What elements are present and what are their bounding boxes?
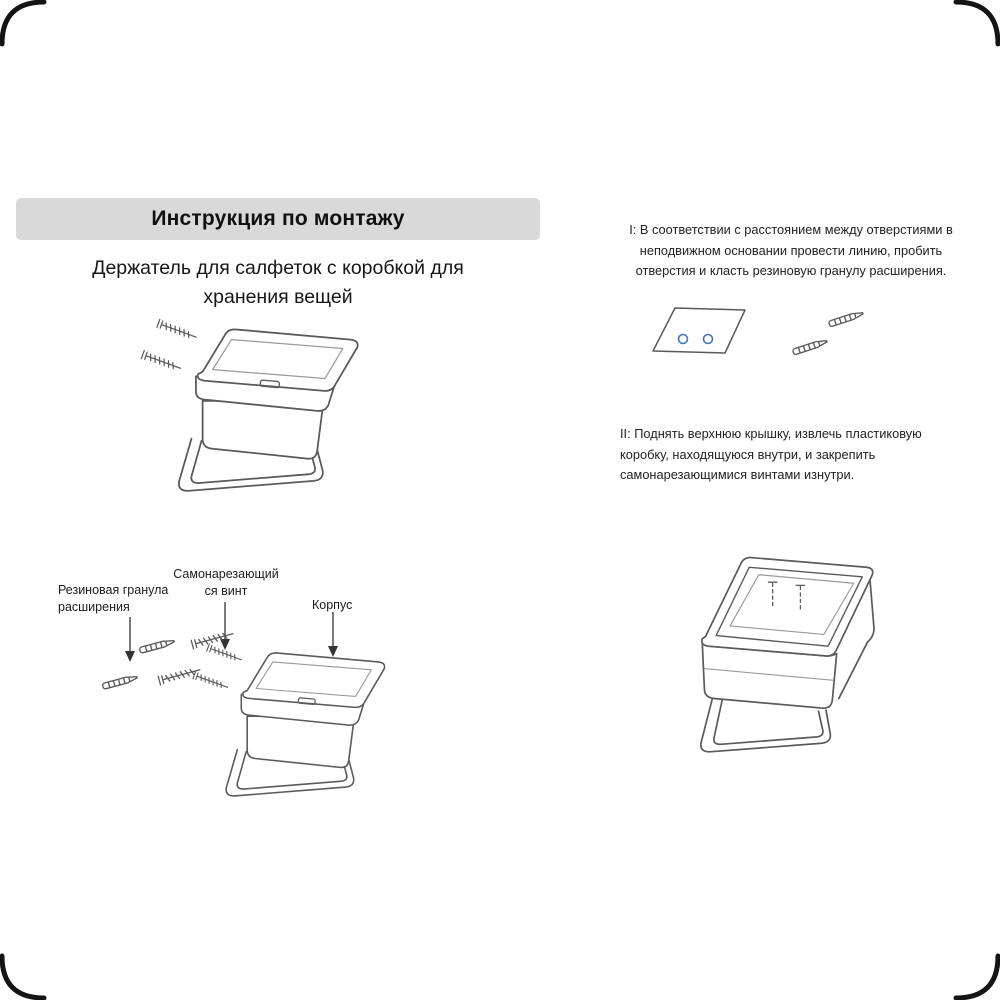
- exploded-view-figure: [101, 602, 492, 834]
- step2-text: II: Поднять верхнюю крышку, извлечь плас…: [620, 426, 922, 483]
- anchor-part: [827, 309, 865, 328]
- drill-hole: [677, 333, 689, 345]
- open-product-figure: [699, 556, 875, 753]
- anchor-part: [791, 337, 829, 356]
- anchor-part: [101, 673, 139, 690]
- page-title: Инструкция по монтажу: [151, 207, 405, 230]
- main-product-figure: [140, 314, 372, 512]
- header-bar: Инструкция по монтажу: [16, 198, 540, 240]
- wall-plate: [652, 307, 746, 354]
- mounting-plate-figure: [652, 307, 865, 356]
- label-rubber-granule: Резиновая гранула расширения: [58, 583, 169, 614]
- label-body: Корпус: [312, 598, 353, 612]
- step1-text: I: В соответствии с расстоянием между от…: [629, 222, 953, 279]
- anchor-part: [138, 637, 176, 654]
- arrow-down-icon: [220, 639, 230, 650]
- product-title: Держатель для салфеток с коробкой для хр…: [92, 257, 464, 309]
- label-arrows: [125, 602, 338, 662]
- product-body: [193, 644, 385, 796]
- drill-hole: [702, 333, 714, 345]
- label-self-tapping-screw: Самонарезающийся винт: [173, 567, 279, 598]
- arrow-down-icon: [125, 651, 135, 662]
- arrow-down-icon: [328, 646, 338, 657]
